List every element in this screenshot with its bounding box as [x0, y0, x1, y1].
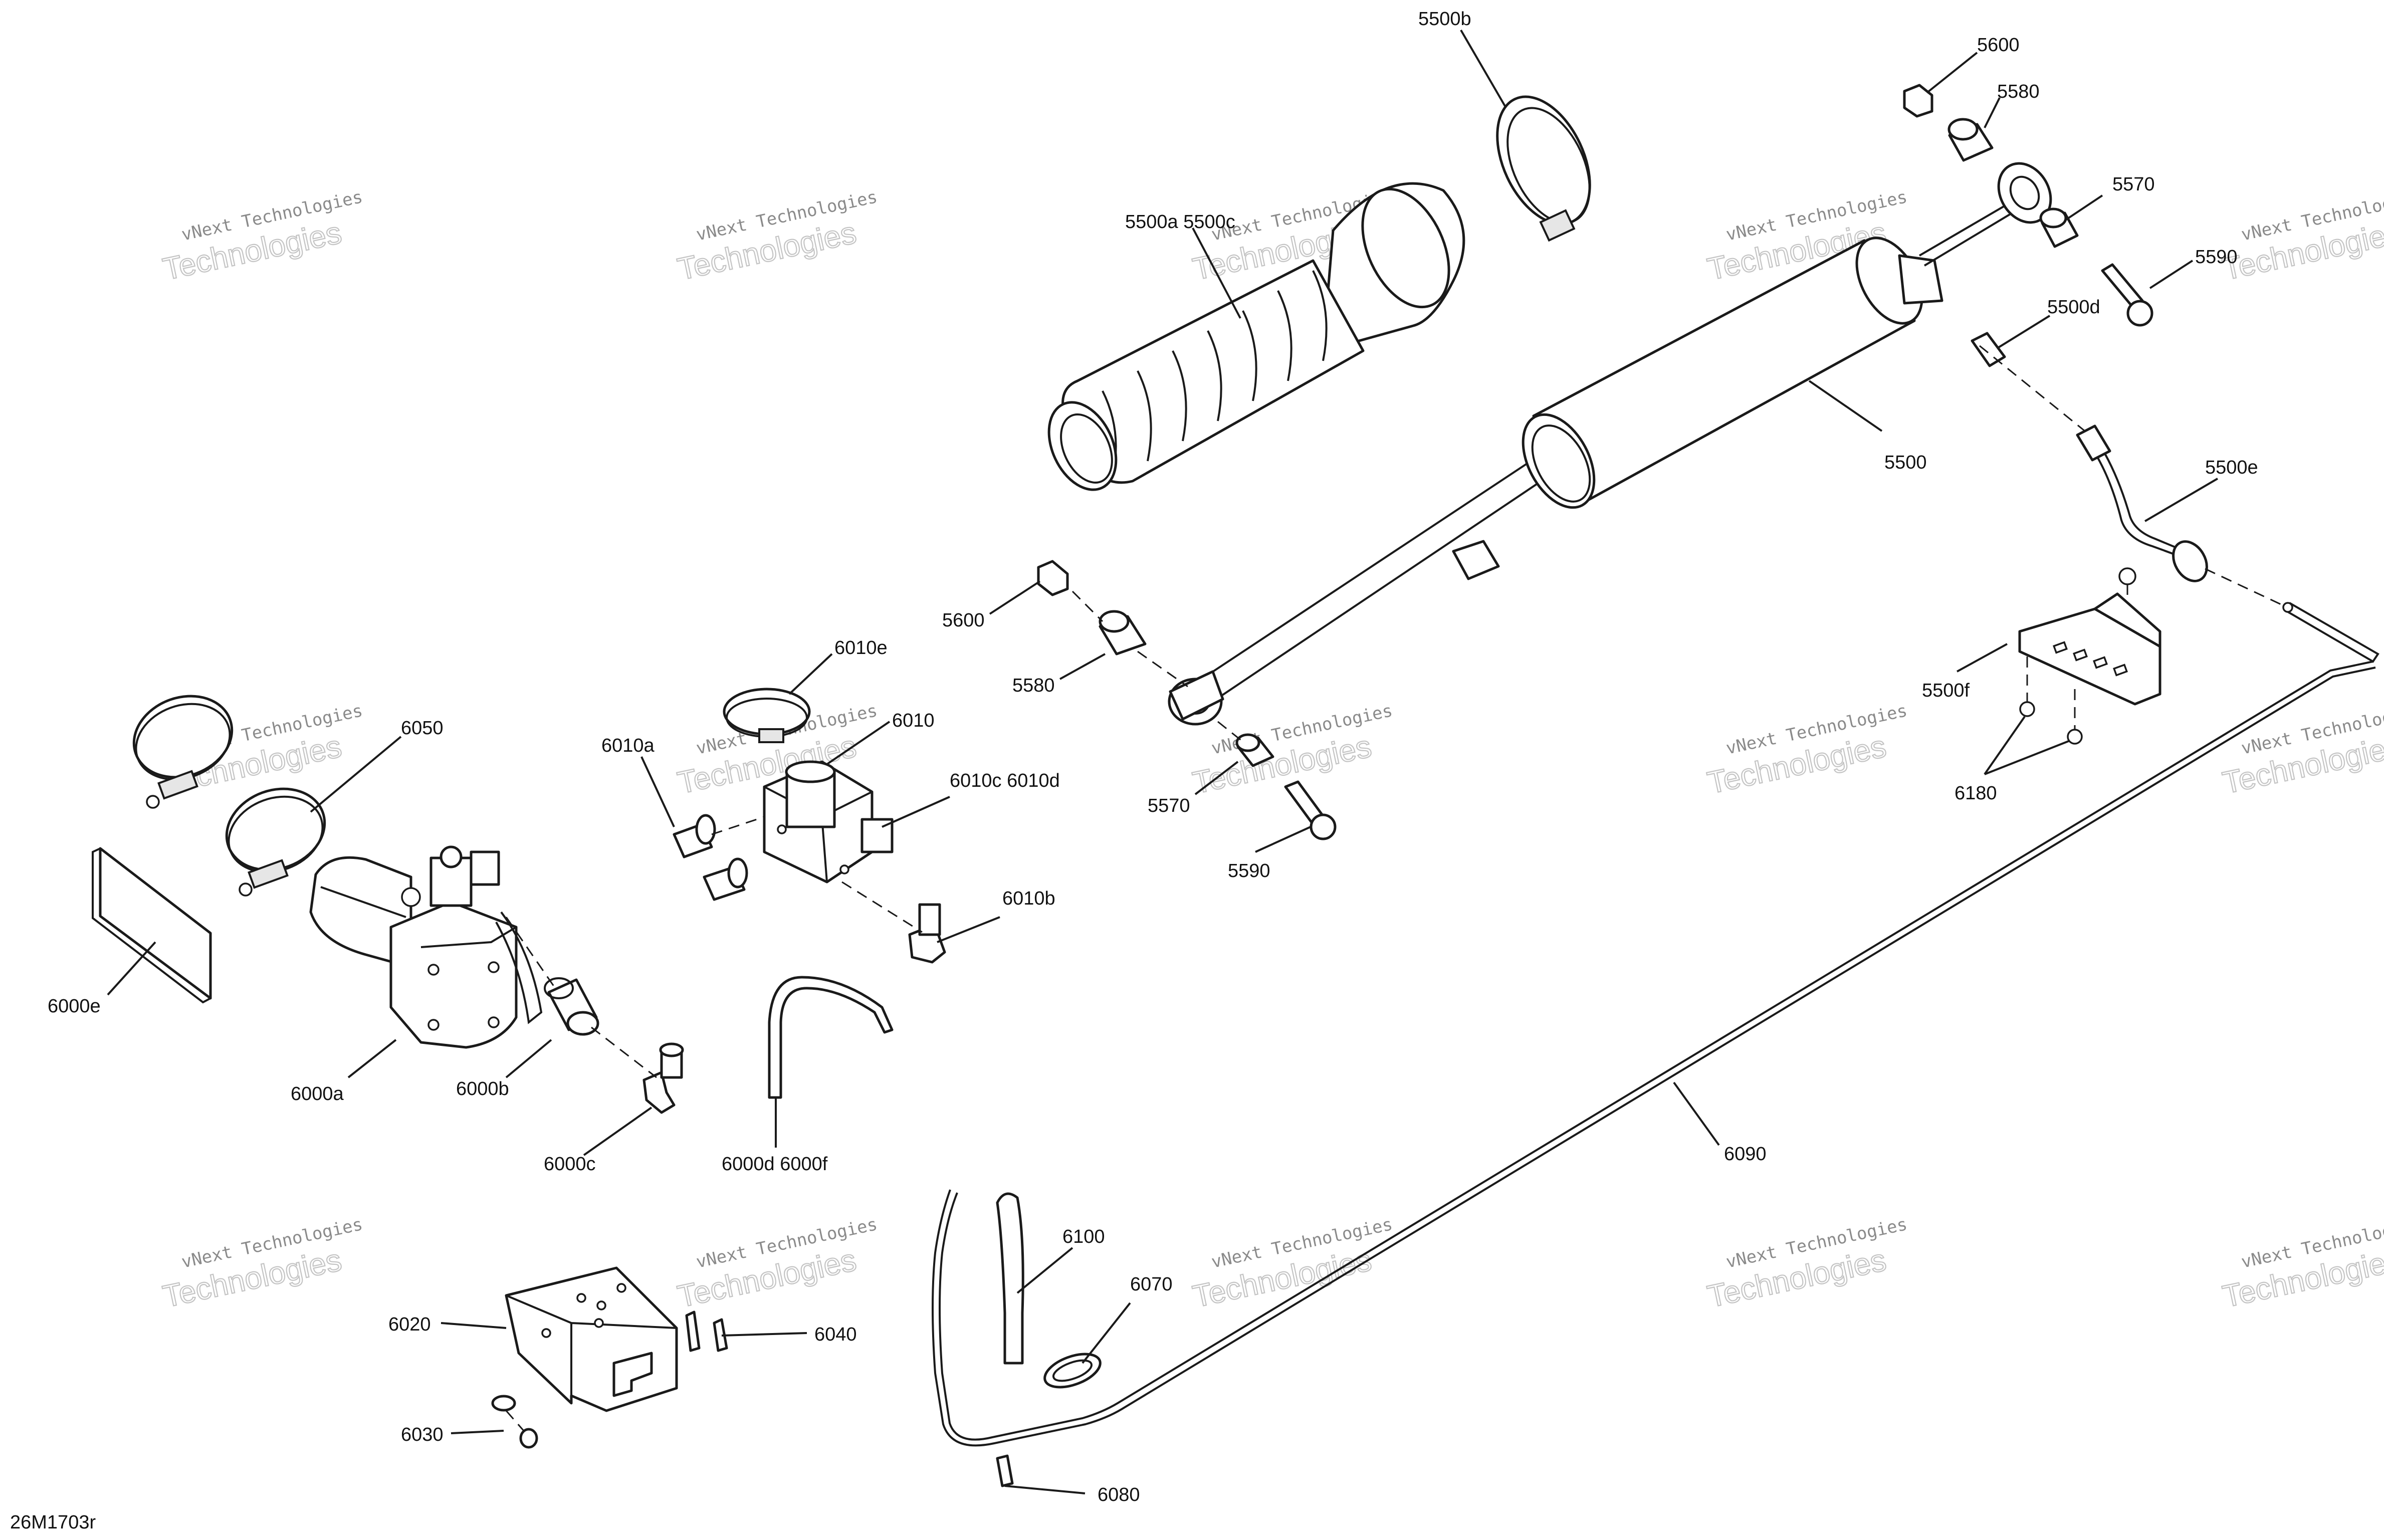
tube-6100 — [996, 1192, 1024, 1365]
bolt-6040 — [685, 1310, 728, 1352]
callout-5590-top: 5590 — [2195, 247, 2238, 268]
boot-5500a — [1047, 182, 1465, 491]
compressor-6000a — [309, 845, 543, 1049]
callout-5570-mid: 5570 — [1148, 795, 1190, 816]
callout-6010: 6010 — [892, 710, 935, 731]
callout-5570-top: 5570 — [2112, 174, 2155, 195]
callout-5500e: 5500e — [2205, 457, 2258, 478]
nut-6180 — [2019, 701, 2083, 745]
callout-6000a: 6000a — [291, 1083, 344, 1105]
callout-6000d-6000f: 6000d 6000f — [722, 1154, 828, 1175]
bushing-5580-mid — [1099, 610, 1147, 655]
callout-6010b: 6010b — [1002, 888, 1055, 909]
elbow-6000c — [642, 1042, 684, 1114]
bracket-6020 — [505, 1266, 678, 1412]
fitting-6010a-1 — [673, 814, 716, 858]
bushing-5580-top — [1947, 118, 1994, 162]
cylinder-5500 — [1168, 162, 2052, 726]
tip-6080 — [996, 1454, 1014, 1487]
callout-6180: 6180 — [1955, 783, 1997, 804]
callout-6010e: 6010e — [834, 637, 888, 658]
callout-6050: 6050 — [401, 718, 444, 739]
bolt-5590-top — [2101, 263, 2153, 327]
clamp-6010e — [723, 688, 811, 743]
clamp-6070 — [1043, 1353, 1102, 1389]
tube-5500e — [2076, 424, 2208, 582]
fitting-5500d — [1971, 332, 2006, 367]
bracket-5500f — [2018, 567, 2161, 706]
callout-5600-mid: 5600 — [942, 610, 985, 631]
callout-6100: 6100 — [1062, 1226, 1105, 1247]
callout-5500b: 5500b — [1418, 9, 1471, 30]
callout-6000e: 6000e — [48, 996, 101, 1017]
callout-labels: 5500b 5600 5580 5570 5590 5500a 5500c 55… — [48, 9, 2258, 1505]
bushing-5570-top — [2039, 207, 2079, 248]
callout-5600-top: 5600 — [1977, 35, 2020, 56]
bushing-5570-mid — [1235, 733, 1274, 767]
callout-6000b: 6000b — [456, 1078, 509, 1099]
nut-6030 — [491, 1395, 538, 1449]
pad-6000e — [92, 847, 212, 1004]
nut-5600-top — [1903, 84, 1933, 118]
clamp-6050-a — [132, 695, 234, 809]
callout-5500: 5500 — [1884, 452, 1927, 473]
leader-lines — [107, 29, 2219, 1494]
callout-6070: 6070 — [1130, 1274, 1173, 1295]
callout-5580-mid: 5580 — [1012, 675, 1055, 696]
clamp-6050-b — [225, 787, 326, 897]
diagram-code: 26M1703r — [10, 1512, 96, 1533]
hose-6000d — [768, 976, 894, 1099]
callout-6000c: 6000c — [544, 1154, 596, 1175]
callout-6030: 6030 — [401, 1424, 444, 1445]
fitting-6010b — [908, 903, 946, 964]
callout-6010a: 6010a — [601, 735, 655, 756]
callout-5580-top: 5580 — [1997, 81, 2040, 102]
callout-6090: 6090 — [1724, 1144, 1767, 1165]
callout-5590-mid: 5590 — [1228, 860, 1270, 882]
callout-5500a-5500c: 5500a 5500c — [1125, 211, 1235, 233]
callout-6010c-6010d: 6010c 6010d — [950, 770, 1060, 791]
callout-6080: 6080 — [1098, 1484, 1140, 1505]
tube-6090 — [932, 602, 2379, 1447]
valve-block-6010 — [763, 760, 894, 884]
fitting-6000b — [544, 977, 599, 1036]
callout-6020: 6020 — [388, 1314, 431, 1335]
nut-5600-mid — [1037, 560, 1069, 596]
callout-5500d: 5500d — [2047, 297, 2100, 318]
fitting-6010a-2 — [703, 857, 748, 901]
callout-5500f: 5500f — [1922, 680, 1970, 701]
clamp-5500b — [1496, 95, 1591, 242]
bolt-5590-mid — [1284, 780, 1337, 840]
callout-6040: 6040 — [814, 1324, 857, 1345]
